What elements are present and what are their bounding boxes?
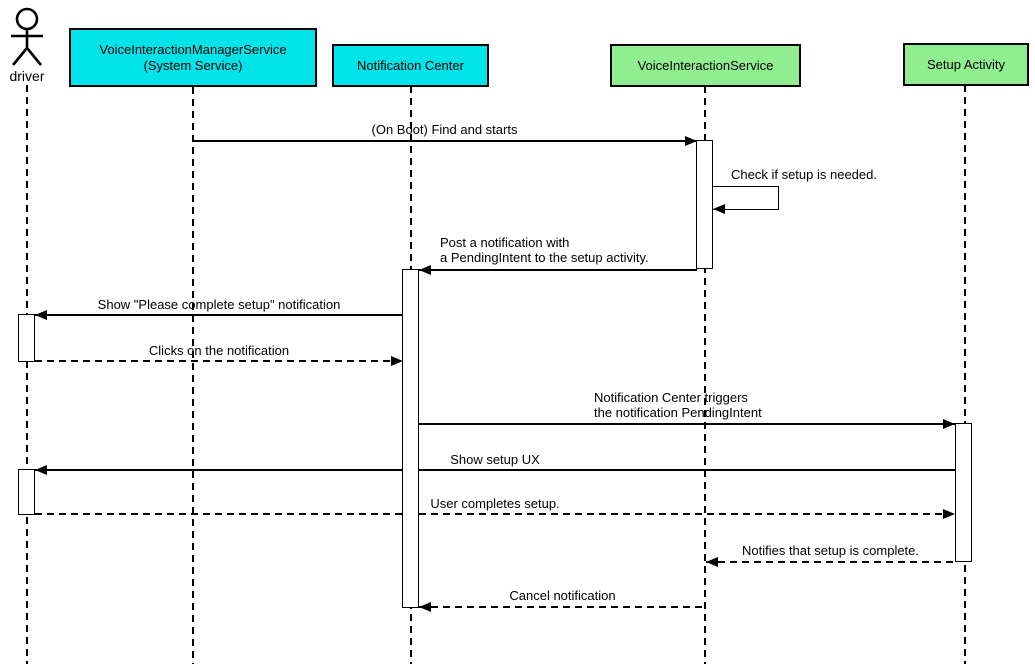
message-label-cancel-notification: Cancel notification	[509, 588, 616, 603]
activation-bar-driver-2	[18, 469, 35, 515]
participant-box-voiceinteractionmanagerservice: VoiceInteractionManagerService (System S…	[69, 28, 317, 87]
message-label-post-a-notification: Post a notification with a PendingIntent…	[440, 235, 649, 265]
message-line-post-a-notification	[419, 269, 697, 271]
message-label-show-setup-ux: Show setup UX	[450, 452, 540, 467]
actor-label: driver	[9, 68, 45, 84]
message-label-notification-center-triggers: Notification Center triggers the notific…	[594, 390, 762, 420]
message-line-cancel-notification	[419, 606, 705, 608]
message-label-clicks-on-the-notification: Clicks on the notification	[148, 343, 290, 358]
message-label-notifies-setup-complete: Notifies that setup is complete.	[741, 543, 920, 558]
message-line-show-setup-ux	[35, 469, 955, 471]
arrowhead-left-icon	[35, 310, 47, 320]
arrowhead-left-icon	[35, 465, 47, 475]
message-line-notification-center-triggers	[419, 423, 955, 425]
lifeline-setup-activity	[964, 85, 966, 664]
arrowhead-right-icon	[391, 356, 403, 366]
lifeline-driver	[26, 85, 28, 664]
message-line-show-please-complete-setup	[35, 314, 403, 316]
participant-box-notification-center: Notification Center	[332, 44, 489, 87]
arrowhead-left-icon	[419, 602, 431, 612]
message-line-on-boot-find-and-starts	[193, 140, 696, 142]
arrowhead-right-icon	[943, 419, 955, 429]
participant-box-voiceinteractionservice: VoiceInteractionService	[610, 44, 801, 87]
message-line-user-completes-setup	[35, 513, 947, 515]
lifeline-voiceinteractionservice	[704, 86, 706, 664]
activation-bar-driver-1	[18, 314, 35, 362]
message-line-notifies-setup-complete	[706, 561, 956, 563]
arrowhead-right-icon	[685, 136, 697, 146]
activation-bar-voiceinteractionservice	[696, 140, 713, 269]
lifeline-voiceinteractionmanagerservice	[192, 87, 194, 664]
message-line-clicks-on-the-notification	[35, 360, 395, 362]
activation-bar-notification-center	[402, 269, 419, 608]
message-label-user-completes-setup: User completes setup.	[430, 496, 560, 511]
participant-box-setup-activity: Setup Activity	[903, 43, 1029, 86]
arrowhead-left-icon	[713, 204, 725, 214]
activation-bar-setup-activity	[955, 423, 972, 562]
arrowhead-left-icon	[419, 265, 431, 275]
message-label-check-if-setup-is-needed: Check if setup is needed.	[731, 167, 877, 182]
message-line-check-if-setup-is-needed	[712, 186, 779, 210]
message-label-show-please-complete-setup: Show "Please complete setup" notificatio…	[97, 297, 341, 312]
arrowhead-right-icon	[943, 509, 955, 519]
message-label-on-boot-find-and-starts: (On Boot) Find and starts	[371, 122, 518, 137]
actor-icon	[11, 7, 43, 66]
arrowhead-left-icon	[706, 557, 718, 567]
